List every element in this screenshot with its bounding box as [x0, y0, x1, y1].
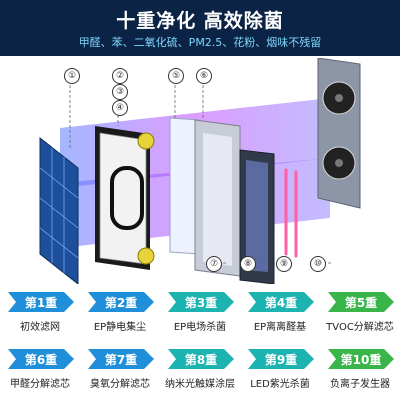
callout-7: ⑦ [206, 256, 222, 272]
stage-7-badge: 第7重 [88, 349, 154, 369]
layer-6-panel [194, 119, 241, 277]
stage-6-label: 甲醛分解滤芯 [10, 379, 70, 390]
stage-6-badge: 第6重 [8, 349, 74, 369]
callout-10: ⑩ [310, 256, 326, 272]
stage-2-badge: 第2重 [88, 292, 154, 312]
filter-exploded-illustration [0, 57, 400, 286]
stage-1-label: 初效滤网 [20, 322, 60, 333]
stage-3-card: 第3重 EP电场杀菌 [160, 286, 240, 343]
stage-7-label: 臭氧分解滤芯 [90, 379, 150, 390]
stage-8-card: 第8重 纳米光触媒涂层 [160, 343, 240, 400]
header-banner: 十重净化 高效除菌 甲醛、苯、二氧化硫、PM2.5、花粉、烟味不残留 [0, 0, 400, 56]
stage-5-label: TVOC分解滤芯 [326, 322, 394, 333]
callout-9: ⑨ [276, 256, 292, 272]
stage-9-label: LED紫光杀菌 [250, 379, 310, 390]
stage-10-label: 负离子发生器 [330, 379, 390, 390]
stage-3-label: EP电场杀菌 [173, 322, 227, 333]
callout-8: ⑧ [240, 256, 256, 272]
stage-10-card: 第10重 负离子发生器 [320, 343, 400, 400]
layer-8-dark-frame [239, 149, 275, 285]
stage-6-card: 第6重 甲醛分解滤芯 [0, 343, 80, 400]
layer-10-fan-module [317, 57, 361, 209]
filter-stage-grid: 第1重 初效滤网 第2重 EP静电集尘 第3重 EP电场杀菌 第4重 EP离离醛… [0, 286, 400, 400]
stage-4-card: 第4重 EP离离醛基 [240, 286, 320, 343]
callout-1: ① [64, 68, 80, 84]
stage-7-card: 第7重 臭氧分解滤芯 [80, 343, 160, 400]
layer-2-ep-collector [95, 126, 155, 270]
callout-6: ⑥ [196, 68, 212, 84]
stage-4-label: EP离离醛基 [253, 322, 307, 333]
filter-layers-graphic [39, 57, 361, 286]
page-title: 十重净化 高效除菌 [116, 10, 284, 32]
stage-5-card: 第5重 TVOC分解滤芯 [320, 286, 400, 343]
stage-2-label: EP静电集尘 [93, 322, 147, 333]
page-subtitle: 甲醛、苯、二氧化硫、PM2.5、花粉、烟味不残留 [78, 36, 322, 49]
stage-8-label: 纳米光触媒涂层 [165, 379, 235, 390]
stage-9-badge: 第9重 [248, 349, 314, 369]
stage-4-badge: 第4重 [248, 292, 314, 312]
stage-1-card: 第1重 初效滤网 [0, 286, 80, 343]
stage-10-badge: 第10重 [328, 349, 394, 369]
stage-5-badge: 第5重 [328, 292, 394, 312]
stage-2-card: 第2重 EP静电集尘 [80, 286, 160, 343]
stage-9-card: 第9重 LED紫光杀菌 [240, 343, 320, 400]
callout-3: ③ [112, 84, 128, 100]
stage-1-badge: 第1重 [8, 292, 74, 312]
stage-8-badge: 第8重 [168, 349, 234, 369]
layer-9-uv-lamps [284, 168, 298, 258]
callout-2: ② [112, 68, 128, 84]
callout-4: ④ [112, 100, 128, 116]
stage-3-badge: 第3重 [168, 292, 234, 312]
callout-5: ⑤ [168, 68, 184, 84]
